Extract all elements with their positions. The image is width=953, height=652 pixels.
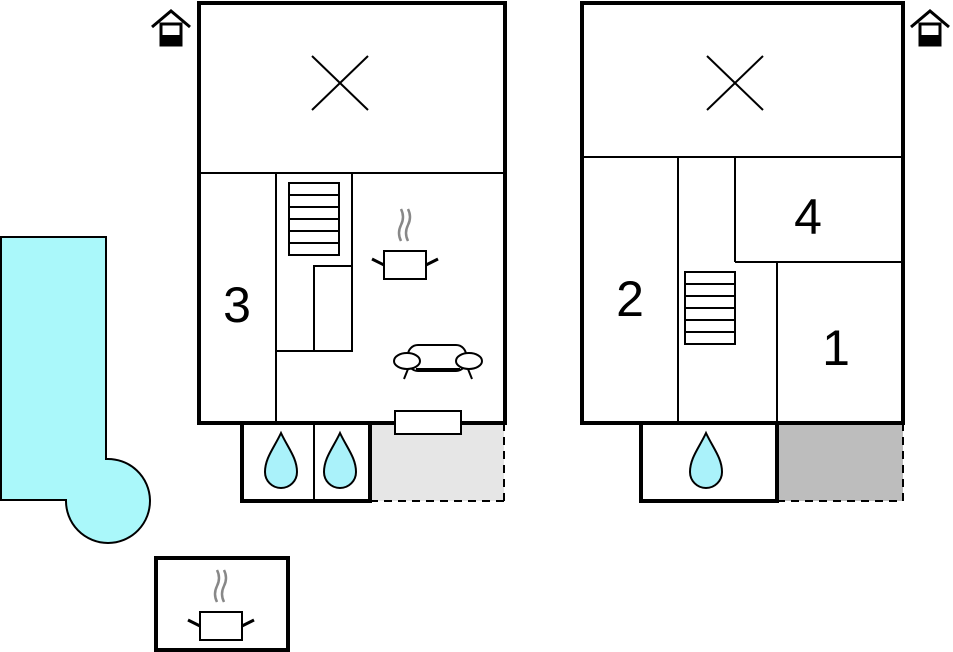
house-icon <box>910 9 950 47</box>
building-right <box>580 1 905 425</box>
bench <box>394 410 462 435</box>
void-x-icon <box>706 55 764 111</box>
room-number-4: 4 <box>794 189 822 245</box>
room-number-1: 1 <box>822 320 850 376</box>
terrace <box>777 423 903 501</box>
water-drop-icon <box>322 430 358 489</box>
room-number-2: 2 <box>616 271 644 327</box>
sofa-icon <box>393 344 483 380</box>
room-number-3: 3 <box>223 277 251 333</box>
pool-shape <box>0 236 151 544</box>
stairs-icon <box>684 271 736 345</box>
void-x-icon <box>311 55 369 111</box>
stairs-icon <box>288 182 340 256</box>
house-icon <box>151 9 191 47</box>
terrace <box>370 423 504 501</box>
water-drop-icon <box>263 430 299 489</box>
cooking-pot-icon <box>371 208 439 280</box>
water-drop-icon <box>688 430 724 489</box>
cooking-pot-icon <box>187 569 255 641</box>
